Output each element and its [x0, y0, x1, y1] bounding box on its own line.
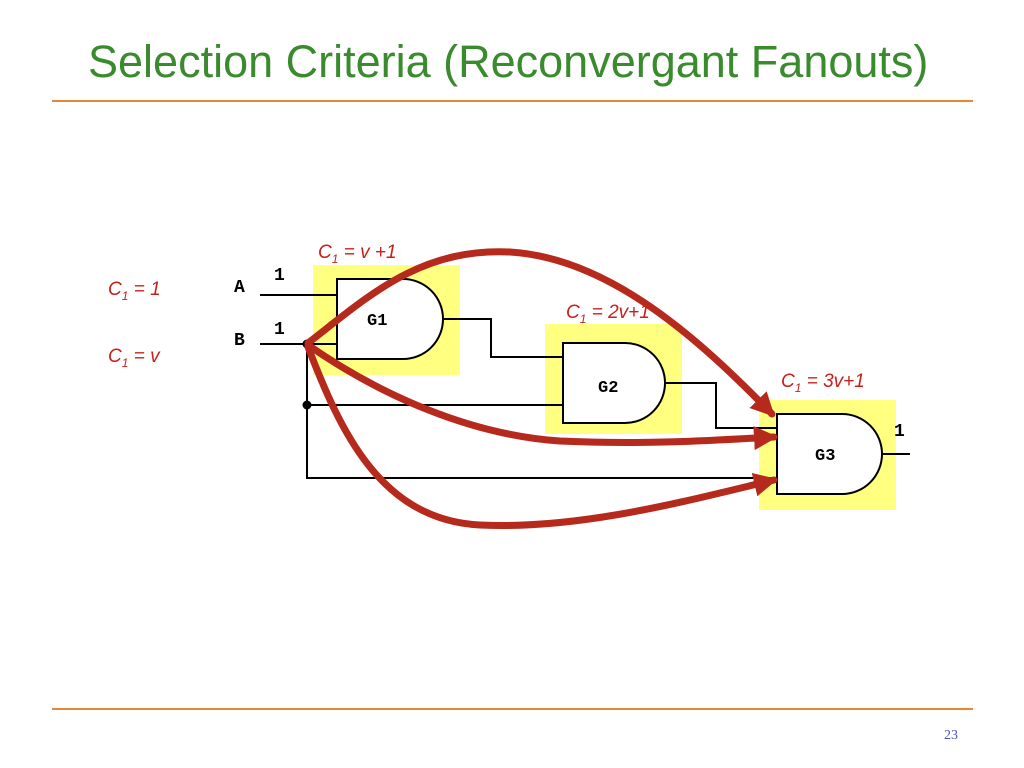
cost-input-a: C1 = 1 [108, 279, 161, 303]
input-b-name: B [234, 331, 245, 351]
output-value: 1 [894, 422, 905, 442]
reconvergence-arrows [304, 248, 778, 530]
cost-g3: C1 = 3v+1 [781, 371, 865, 395]
input-b-value: 1 [274, 320, 285, 340]
and-gate-g2 [562, 342, 666, 424]
title-divider [52, 100, 973, 102]
slide-title: Selection Criteria (Reconvergant Fanouts… [88, 36, 929, 87]
wires [260, 294, 910, 479]
arrow-bottom [304, 343, 778, 530]
input-a-value: 1 [274, 266, 285, 286]
arrow-middle [304, 341, 778, 451]
and-gate-g3 [776, 413, 883, 495]
junction-dot-fanout [302, 400, 312, 410]
input-a-name: A [234, 278, 245, 298]
footer-divider [52, 708, 973, 710]
g1-label: G1 [367, 312, 387, 331]
wire-b-to-g3 [306, 344, 777, 479]
g2-label: G2 [598, 379, 618, 398]
and-gate-g1 [336, 278, 444, 360]
wire-g1-to-g2 [443, 318, 563, 358]
cost-g2: C1 = 2v+1 [566, 302, 650, 326]
wire-g2-to-g3 [665, 382, 777, 429]
page-number: 23 [944, 728, 958, 743]
cost-input-b: C1 = v [108, 346, 161, 370]
arrow-top [304, 248, 776, 418]
cost-g1: C1 = v +1 [318, 242, 397, 266]
g3-label: G3 [815, 447, 835, 466]
